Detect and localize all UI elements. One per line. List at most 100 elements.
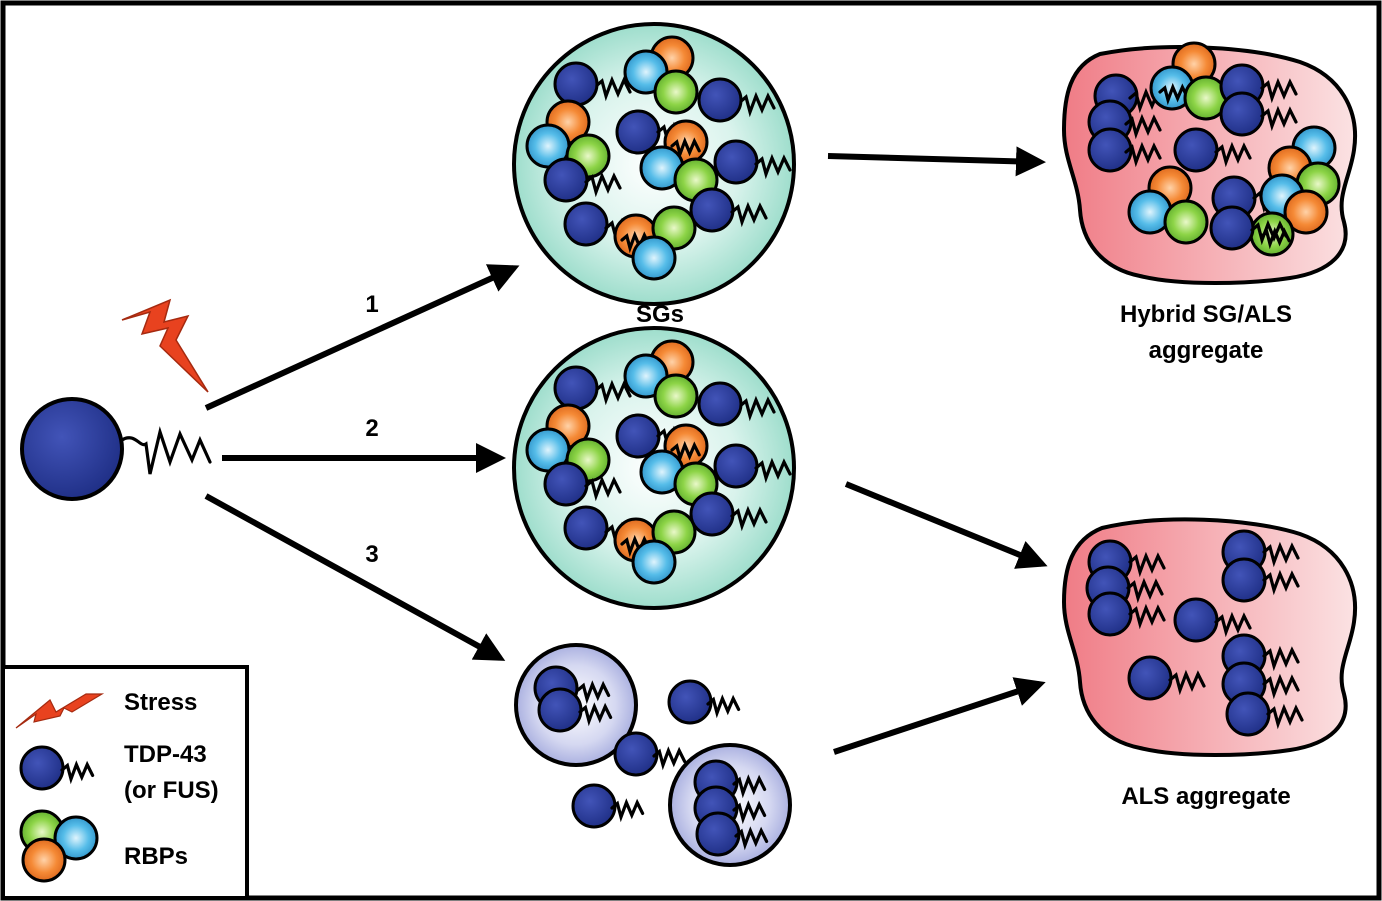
tdp43-tail bbox=[652, 746, 687, 771]
tdp43-tail bbox=[1128, 551, 1166, 578]
tdp43-molecule bbox=[615, 109, 661, 155]
tdp43-molecule bbox=[563, 505, 609, 551]
tdp43-tail bbox=[1214, 141, 1252, 168]
rbp-blue-molecule bbox=[631, 539, 677, 585]
tdp43-molecule bbox=[543, 157, 589, 203]
tdp43-tail bbox=[1214, 611, 1252, 638]
hybrid-aggregate bbox=[1061, 41, 1357, 285]
tdp43-molecule bbox=[1173, 597, 1219, 643]
oligomer-cluster bbox=[514, 643, 792, 867]
legend-tdp43-label-line1: TDP-43 bbox=[124, 741, 207, 768]
tdp43-tail bbox=[1262, 569, 1300, 596]
tdp43-tail bbox=[1158, 82, 1189, 106]
stress-granule-top bbox=[512, 22, 796, 306]
tdp43-tail bbox=[120, 426, 212, 475]
tdp43-tail bbox=[584, 171, 622, 198]
rbp-green-molecule bbox=[1163, 199, 1209, 245]
tdp43-molecule bbox=[713, 139, 759, 185]
tdp43-molecule bbox=[537, 687, 583, 733]
sg-label: SGs bbox=[636, 301, 684, 328]
tdp43-molecule bbox=[1225, 691, 1271, 737]
tdp43-molecule bbox=[1209, 205, 1255, 251]
tdp43-tail bbox=[730, 505, 768, 532]
tdp43-tail bbox=[1250, 219, 1288, 246]
tdp43-molecule bbox=[695, 811, 741, 857]
legend-rbps-icon bbox=[19, 809, 99, 883]
oligomer-contents bbox=[533, 665, 769, 857]
tdp43-molecule bbox=[1087, 591, 1133, 637]
tdp43-molecule bbox=[1127, 655, 1173, 701]
rbp-blue-molecule bbox=[631, 235, 677, 281]
stress-granule-middle bbox=[512, 326, 796, 610]
tdp43-molecule bbox=[697, 381, 743, 427]
hybrid-contents bbox=[1087, 41, 1341, 257]
arrow-oligomer-to-als bbox=[833, 677, 1046, 755]
rbp-blue-molecule bbox=[53, 815, 99, 861]
tdp43-tail bbox=[1262, 673, 1300, 700]
tdp43-tail bbox=[754, 153, 792, 180]
arrow-pathway-3 bbox=[204, 493, 506, 661]
tdp43-tail bbox=[578, 702, 613, 727]
tdp43-tail bbox=[60, 760, 95, 785]
arrow-pathway-1 bbox=[204, 264, 520, 411]
tdp43-molecule bbox=[713, 443, 759, 489]
tdp43-tail bbox=[670, 136, 701, 160]
tdp43-tail bbox=[1262, 645, 1300, 672]
tdp43-tail bbox=[576, 680, 611, 705]
tdp43-tail bbox=[610, 798, 645, 823]
tdp43-molecule bbox=[1219, 91, 1265, 137]
tdp43-molecule bbox=[571, 783, 617, 829]
tdp43-tail bbox=[620, 534, 651, 558]
pathway-label-2: 2 bbox=[365, 415, 378, 442]
als-label: ALS aggregate bbox=[1121, 783, 1290, 810]
tdp43-tail bbox=[670, 440, 701, 464]
als-aggregate bbox=[1061, 517, 1357, 757]
monomer-tdp43 bbox=[20, 397, 212, 501]
sg-contents bbox=[525, 35, 792, 281]
rbp-green-molecule bbox=[653, 69, 699, 115]
rbp-green-molecule bbox=[653, 373, 699, 419]
tdp43-molecule bbox=[553, 61, 599, 107]
tdp43-molecule bbox=[563, 201, 609, 247]
tdp43-tail bbox=[1124, 141, 1162, 168]
hybrid-label-line1: Hybrid SG/ALS bbox=[1120, 301, 1292, 328]
tdp43-molecule bbox=[689, 491, 735, 537]
tdp43-molecule bbox=[19, 745, 65, 791]
tdp43-molecule bbox=[1221, 557, 1267, 603]
hybrid-label-line2: aggregate bbox=[1149, 337, 1264, 364]
tdp43-tail bbox=[738, 91, 776, 118]
pathway-label-3: 3 bbox=[365, 541, 378, 568]
tdp43-molecule bbox=[689, 187, 735, 233]
tdp43-tail bbox=[706, 694, 741, 719]
tdp43-molecule bbox=[613, 731, 659, 777]
arrow-sg-to-als bbox=[844, 481, 1048, 569]
tdp43-molecule bbox=[543, 461, 589, 507]
rbp-orange-molecule bbox=[1283, 189, 1329, 235]
tdp43-tail bbox=[734, 826, 769, 851]
legend-stress-label: Stress bbox=[124, 689, 197, 716]
pathway-label-1: 1 bbox=[365, 291, 378, 318]
tdp43-tail bbox=[1128, 603, 1166, 630]
arrow-sg-to-hybrid bbox=[827, 146, 1046, 177]
tdp43-molecule bbox=[697, 77, 743, 123]
tdp43-tail bbox=[1126, 577, 1164, 604]
tdp43-tail bbox=[594, 379, 632, 406]
tdp43-tail bbox=[1262, 541, 1300, 568]
tdp43-molecule bbox=[1087, 127, 1133, 173]
legend-tdp43-label-line2: (or FUS) bbox=[124, 777, 219, 804]
tdp43-tail bbox=[738, 395, 776, 422]
rbp-orange-molecule bbox=[21, 837, 67, 883]
tdp43-tail bbox=[1124, 113, 1162, 140]
tdp43-molecule bbox=[1173, 127, 1219, 173]
tdp43-tail bbox=[754, 457, 792, 484]
tdp43-tail bbox=[1260, 77, 1298, 104]
legend-rbps-label: RBPs bbox=[124, 843, 188, 870]
tdp43-tail bbox=[620, 230, 651, 254]
sg-contents bbox=[525, 339, 792, 585]
lightning-bolt-icon bbox=[121, 298, 209, 393]
tdp43-tail bbox=[732, 800, 767, 825]
tdp43-tail bbox=[1260, 105, 1298, 132]
legend-tdp43-icon bbox=[19, 745, 95, 791]
legend: Stress TDP-43 (or FUS) RBPs bbox=[1, 665, 249, 900]
